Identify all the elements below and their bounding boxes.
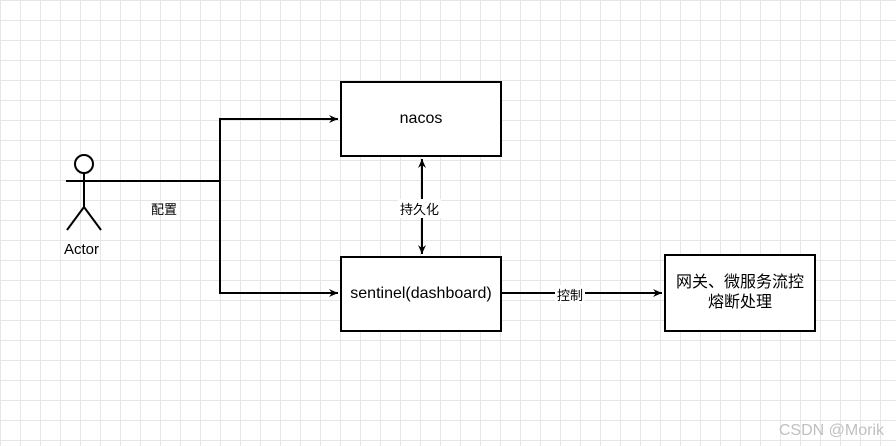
node-sentinel: sentinel(dashboard) [340,256,502,332]
edge-config-to-nacos [219,115,338,181]
edge-control-label: 控制 [555,285,586,304]
actor-figure [66,154,102,231]
node-target: 网关、微服务流控 熔断处理 [664,254,816,332]
actor-right-leg [83,206,102,231]
node-target-label-line2: 熔断处理 [707,294,772,311]
actor-head [74,154,94,174]
actor-label: Actor [64,241,100,258]
actor-left-leg [66,206,85,231]
edge-config-to-sentinel [219,181,338,297]
node-nacos-label: nacos [399,110,443,127]
watermark: CSDN @Morik [778,422,884,439]
node-sentinel-label: sentinel(dashboard) [350,285,492,302]
edge-persist-label: 持久化 [398,199,442,218]
edge-config-label: 配置 [151,202,178,217]
node-target-label-line1: 网关、微服务流控 [675,274,804,291]
node-nacos: nacos [340,81,502,157]
edge-config [102,115,338,297]
